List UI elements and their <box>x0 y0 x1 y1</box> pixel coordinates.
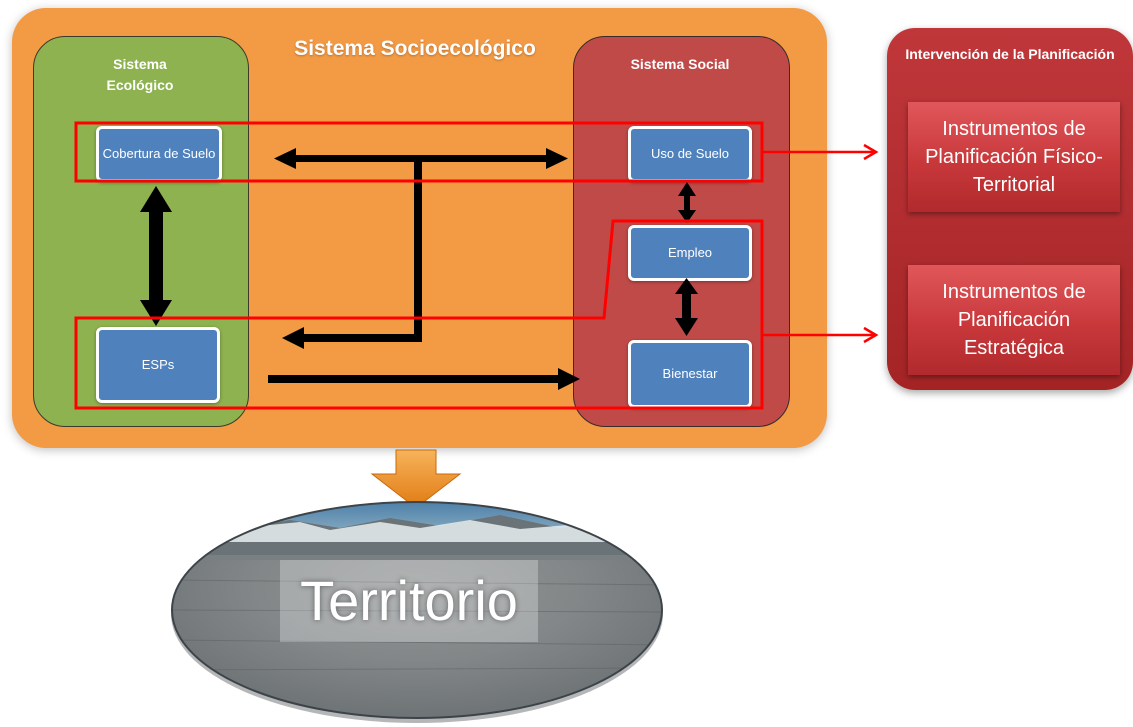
arrow-to-estrategica <box>762 326 879 344</box>
node-bienestar: Bienestar <box>628 340 752 408</box>
node-empleo: Empleo <box>628 225 752 281</box>
instrument-fisico-territorial: Instrumentos de Planificación Físico-Ter… <box>908 102 1120 212</box>
arrow-elbow-to-esps <box>282 160 422 349</box>
arrow-down-to-territorio <box>370 449 462 509</box>
arrow-uso-empleo <box>678 182 696 223</box>
planning-intervention-title: Intervención de la Planificación <box>905 46 1115 62</box>
territorio-image <box>171 501 663 723</box>
node-esps: ESPs <box>96 327 220 403</box>
highlight-frame-services <box>74 219 764 410</box>
territorio-label: Territorio <box>280 560 538 642</box>
arrow-to-fisico-territorial <box>762 143 879 161</box>
arrow-cobertura-uso <box>274 148 568 169</box>
node-uso-de-suelo: Uso de Suelo <box>628 126 752 182</box>
ecological-system-title: Sistema Ecológico <box>106 56 174 93</box>
arrow-cobertura-esps <box>140 186 172 326</box>
social-system-title: Sistema Social <box>630 56 730 72</box>
arrow-empleo-bienestar <box>675 278 698 336</box>
arrow-esps-bienestar <box>268 368 580 390</box>
node-cobertura-de-suelo: Cobertura de Suelo <box>96 126 222 182</box>
socioecological-title: Sistema Socioecológico <box>294 37 536 60</box>
instrument-estrategica: Instrumentos de Planificación Estratégic… <box>908 265 1120 375</box>
